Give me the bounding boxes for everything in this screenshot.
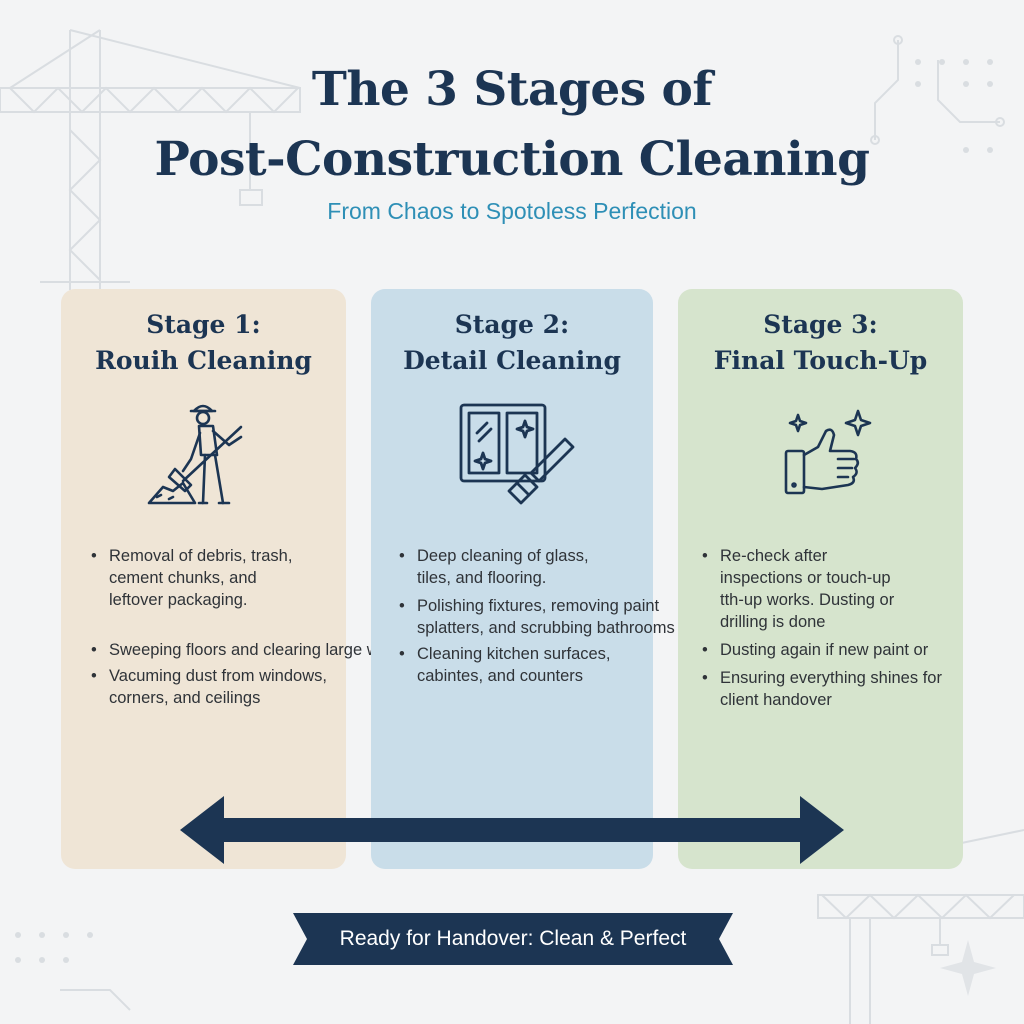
stage-2-bullet-list: Deep cleaning of glass, tiles, and floor…	[399, 545, 675, 687]
stage-1-panel: Stage 1: Rouih Cleaning Removal of debri…	[61, 289, 410, 869]
stage-2-number: Stage 2:	[454, 310, 570, 339]
stage-1-heading: Stage 1: Rouih Cleaning	[61, 307, 346, 379]
stage-2-bullet: Deep cleaning of glass, tiles, and floor…	[399, 545, 675, 589]
stage-2-bullet: Polishing fixtures, removing paint splat…	[399, 595, 675, 639]
stage-3-number: Stage 3:	[763, 310, 878, 339]
window-squeegee-icon	[459, 403, 575, 505]
stage-3-bullet: Dusting again if new paint or	[702, 639, 942, 661]
thumbs-up-sparkle-icon	[784, 409, 872, 495]
stage-2-panel: Stage 2: Detail Cleaning Deep cleaning o…	[371, 289, 675, 869]
stage-2-title: Detail Cleaning	[403, 346, 621, 375]
stage-1-number: Stage 1:	[146, 310, 261, 339]
stage-3-heading: Stage 3: Final Touch-Up	[678, 307, 963, 379]
worker-sweeping-debris-icon	[147, 404, 243, 505]
double-arrow-icon	[180, 796, 844, 864]
stage-1-bullet-list: Removal of debris, trash, cement chunks,…	[91, 545, 410, 709]
stage-1-bullet: Vacuming dust from windows, corners, and…	[91, 665, 410, 709]
stage-3-bullet-list: Re-check after inspections or touch-up t…	[702, 545, 942, 711]
page-title-line2: Post-Construction Cleaning	[154, 132, 870, 187]
stage-2-heading: Stage 2: Detail Cleaning	[371, 307, 653, 379]
stage-2-bullet: Cleaning kitchen surfaces, cabintes, and…	[399, 643, 675, 687]
ribbon-shape	[293, 913, 733, 965]
stage-3-bullet: Ensuring everything shines for client ha…	[702, 667, 942, 711]
handover-banner-text: Ready for Handover: Clean & Perfect	[339, 927, 687, 950]
stage-1-title: Rouih Cleaning	[95, 346, 312, 375]
stage-3-title: Final Touch-Up	[713, 346, 928, 375]
stage-1-bullet: Sweeping floors and clearing large waste	[91, 639, 410, 661]
stage-1-bullet: Removal of debris, trash, cement chunks,…	[91, 545, 410, 611]
page-subtitle: From Chaos to Spotoless Perfection	[327, 198, 697, 224]
stage-3-panel: Stage 3: Final Touch-Up Re-check after i…	[678, 289, 963, 869]
handover-banner: Ready for Handover: Clean & Perfect	[293, 913, 733, 965]
page-title-line1: The 3 Stages of	[311, 62, 713, 117]
stage-3-bullet: Re-check after inspections or touch-up t…	[702, 545, 942, 633]
